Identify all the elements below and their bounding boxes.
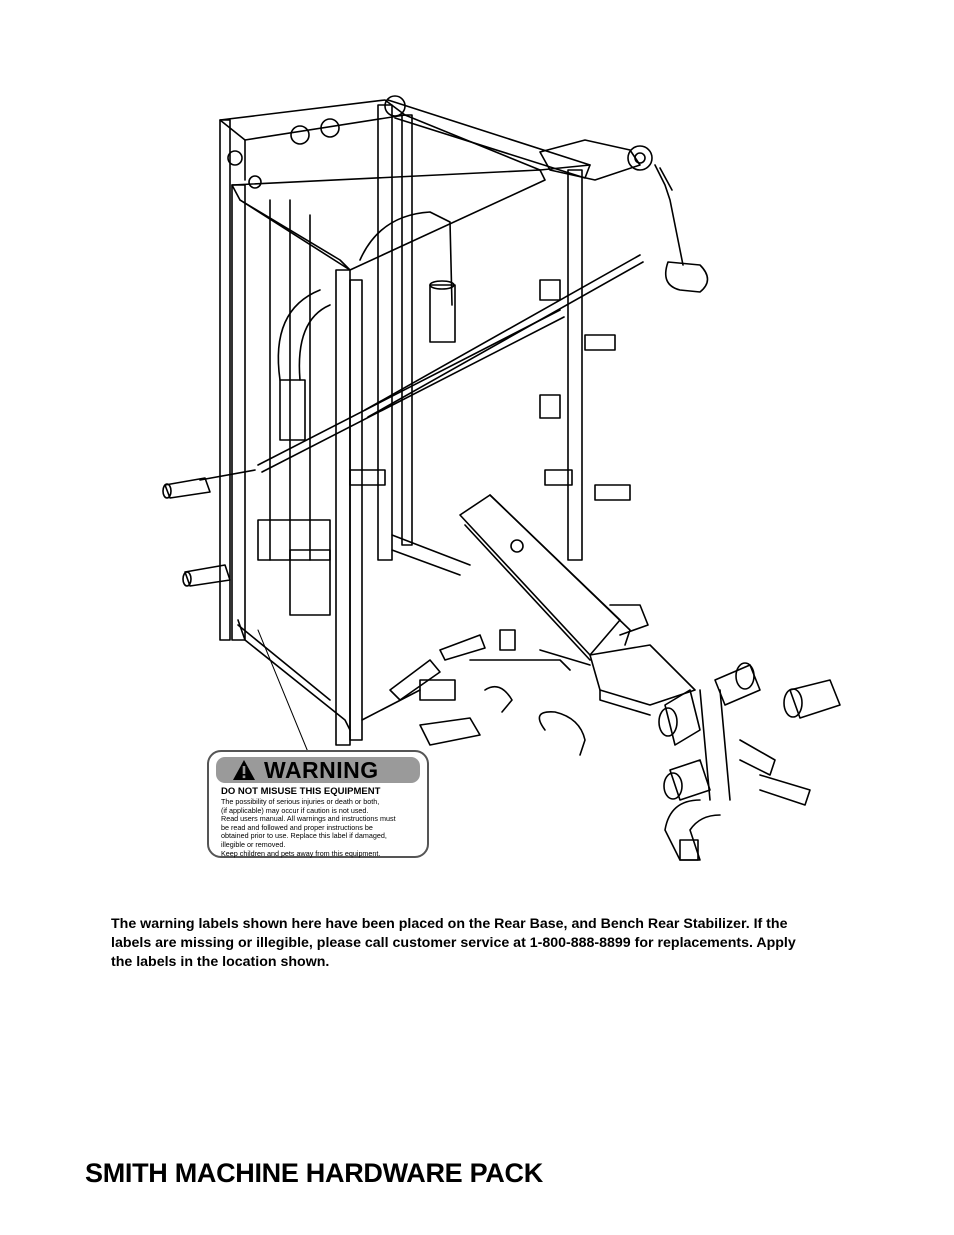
note-line: the labels in the location shown. [111, 954, 330, 970]
section-title: SMITH MACHINE HARDWARE PACK [85, 1158, 543, 1188]
weight-stack [257, 199, 331, 616]
press-arm [359, 211, 456, 343]
floor-accessories [389, 629, 586, 756]
note-line: The warning labels shown here have been … [111, 916, 788, 932]
warning-body-line: illegible or removed. [221, 839, 286, 849]
frame-rear-uprights [219, 104, 413, 641]
smith-bar [199, 254, 644, 481]
high-pulley-bracket [539, 139, 709, 293]
j-hooks [349, 279, 631, 501]
frame-top [219, 99, 591, 271]
bench-leg-rollers [658, 662, 841, 861]
warning-body-line: Read users manual. All warnings and inst… [221, 814, 396, 824]
top-left-pulleys [227, 95, 406, 189]
warning-label: WARNING DO NOT MISUSE THIS EQUIPMENT The… [207, 750, 429, 858]
weight-horns [162, 477, 231, 587]
note-line: labels are missing or illegible, please … [111, 935, 796, 951]
warning-body-line: obtained prior to use. Replace this labe… [221, 831, 387, 841]
frame-front-uprights [231, 169, 583, 746]
warning-body-line: The possibility of serious injuries or d… [221, 797, 380, 806]
warning-banner-text: WARNING [264, 757, 379, 783]
warning-body-line: (if applicable) may occur if caution is … [221, 805, 369, 815]
warning-body-line: Keep children and pets away from this eq… [221, 848, 381, 858]
warning-heading: DO NOT MISUSE THIS EQUIPMENT [221, 786, 381, 797]
label-leader-line [257, 629, 309, 753]
warning-body-line: be read and followed and proper instruct… [221, 822, 373, 832]
warning-triangle-icon [232, 759, 256, 781]
bench [459, 494, 696, 716]
smith-machine-illustration [162, 95, 841, 861]
warning-banner: WARNING [216, 757, 420, 783]
warning-body: The possibility of serious injuries or d… [221, 797, 426, 858]
warning-label-note: The warning labels shown here have been … [111, 915, 891, 972]
frame-base [237, 534, 471, 731]
